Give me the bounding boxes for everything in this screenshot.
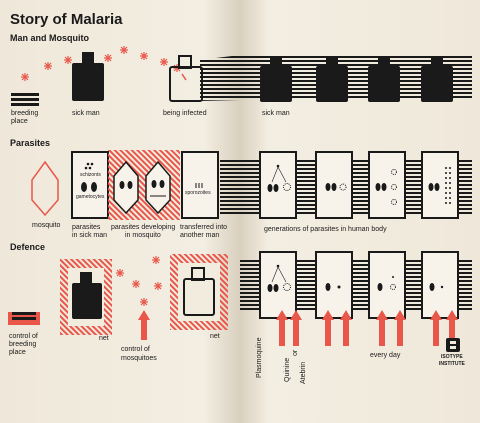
control-mosquitoes-icon bbox=[116, 256, 162, 306]
section-man-and-mosquito: Man and Mosquito bbox=[10, 33, 89, 43]
transferred-box bbox=[181, 151, 219, 219]
label-net-left: net bbox=[99, 335, 109, 342]
label-being-infected: being infected bbox=[163, 110, 207, 117]
label-breeding: breeding bbox=[11, 110, 39, 117]
label-parasites-developing: parasites developing bbox=[111, 224, 176, 231]
label-control-breeding: breeding bbox=[9, 341, 37, 348]
label-sick-man: sick man bbox=[72, 110, 100, 117]
label-place: place bbox=[11, 118, 28, 125]
label-control-place: place bbox=[9, 349, 26, 356]
label-control-of-mosq: control of bbox=[121, 346, 150, 353]
page-title: Story of Malaria bbox=[10, 11, 123, 28]
label-or: or bbox=[292, 349, 299, 356]
label-isotype: ISOTYPE bbox=[441, 354, 463, 360]
isotype-logo-icon bbox=[446, 338, 460, 352]
label-plasmoquine: Plasmoquine bbox=[256, 337, 263, 378]
control-breeding-icon bbox=[8, 312, 40, 325]
section-parasites: Parasites bbox=[10, 138, 51, 148]
label-schizonts: schizonts bbox=[80, 172, 101, 178]
label-in-sick-man: in sick man bbox=[72, 232, 108, 239]
label-parasites: parasites bbox=[72, 224, 101, 231]
label-sporozoites: sporozoites bbox=[185, 190, 211, 196]
label-mosquitoes: mosquitoes bbox=[121, 355, 157, 362]
label-atebrin: Atebrin bbox=[300, 361, 307, 384]
label-net-right: net bbox=[210, 333, 220, 340]
label-another-man: another man bbox=[180, 232, 220, 239]
generations-boxes bbox=[259, 151, 459, 219]
label-in-mosquito: in mosquito bbox=[125, 232, 161, 239]
label-transferred: transferred into bbox=[180, 224, 228, 231]
up-arrow-icon bbox=[138, 310, 150, 340]
net-left-icon bbox=[60, 259, 112, 335]
net-right-icon bbox=[170, 254, 228, 330]
treated-boxes bbox=[259, 251, 459, 319]
mosquito-hexagon-icon bbox=[31, 160, 59, 217]
drug-arrows-icon bbox=[276, 310, 458, 346]
sick-men-row-icon bbox=[260, 56, 453, 102]
being-infected-icon bbox=[169, 55, 203, 102]
breeding-place-icon bbox=[11, 93, 39, 106]
label-control-of: control of bbox=[9, 333, 38, 340]
parasites-mosquito-boxes bbox=[108, 150, 180, 220]
section-defence: Defence bbox=[10, 242, 46, 252]
label-every-day: every day bbox=[370, 352, 401, 359]
parasites-sick-man-box bbox=[71, 151, 109, 219]
label-quinine: Quinine bbox=[284, 357, 291, 382]
sick-man-icon bbox=[72, 52, 104, 101]
label-mosquito: mosquito bbox=[32, 222, 61, 229]
label-gametocytes: gametocytes bbox=[76, 194, 105, 200]
label-sick-man-right: sick man bbox=[262, 110, 290, 117]
label-institute: INSTITUTE bbox=[439, 361, 465, 367]
label-generations: generations of parasites in human body bbox=[264, 226, 387, 233]
